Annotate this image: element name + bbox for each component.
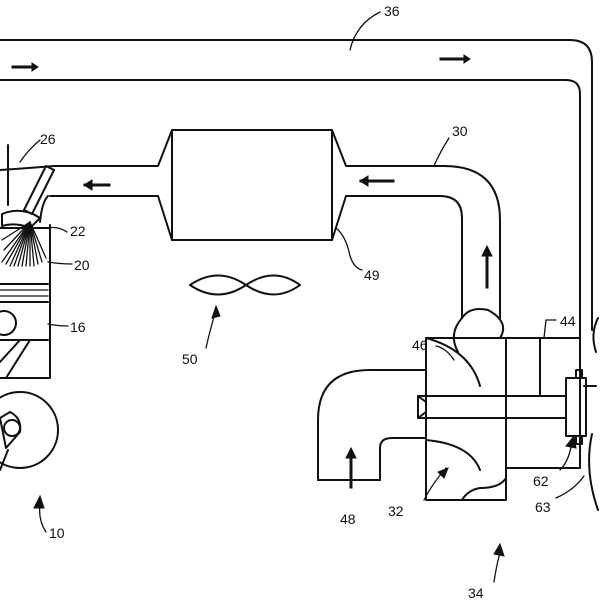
turbo-shaft: [417, 395, 567, 419]
recirculation-passage: [0, 39, 593, 331]
label-16: 16: [70, 319, 86, 335]
flow-arrow: [481, 244, 493, 257]
crankshaft: [0, 391, 59, 469]
label-10: 10: [49, 525, 65, 541]
fan-symbol: [189, 274, 301, 296]
injector: [23, 165, 55, 215]
flow-arrow: [345, 446, 357, 459]
label-20: 20: [74, 257, 90, 273]
label-50: 50: [182, 351, 198, 367]
label-26: 26: [40, 131, 56, 147]
label-49: 49: [364, 267, 380, 283]
label-32: 32: [388, 503, 404, 519]
flow-arrow: [83, 179, 93, 191]
label-44: 44: [560, 313, 576, 329]
leader-arrowhead: [437, 467, 449, 479]
label-62: 62: [533, 473, 549, 489]
leader-arrowhead: [565, 434, 577, 449]
leader-arrowhead: [211, 304, 221, 319]
turbine-assembly: [317, 308, 599, 511]
sensor-housing: [565, 377, 587, 437]
label-30: 30: [452, 123, 468, 139]
engine: [0, 144, 59, 471]
label-46: 46: [412, 337, 428, 353]
label-22: 22: [70, 223, 86, 239]
turbine-outlet-pipe: [345, 165, 501, 319]
label-48: 48: [340, 511, 356, 527]
exhaust-outlet-pipe: [0, 165, 159, 223]
flow-arrow: [439, 54, 471, 64]
aftertreatment-device: [157, 129, 347, 241]
piston-pin: [0, 310, 17, 336]
label-63: 63: [535, 499, 551, 515]
leader-arrowhead: [493, 542, 505, 557]
label-36: 36: [384, 3, 400, 19]
flow-arrow: [359, 175, 369, 187]
leader-arrowhead: [33, 494, 45, 509]
label-34: 34: [468, 585, 484, 600]
valve: [1, 209, 41, 229]
flow-arrow: [11, 62, 39, 72]
